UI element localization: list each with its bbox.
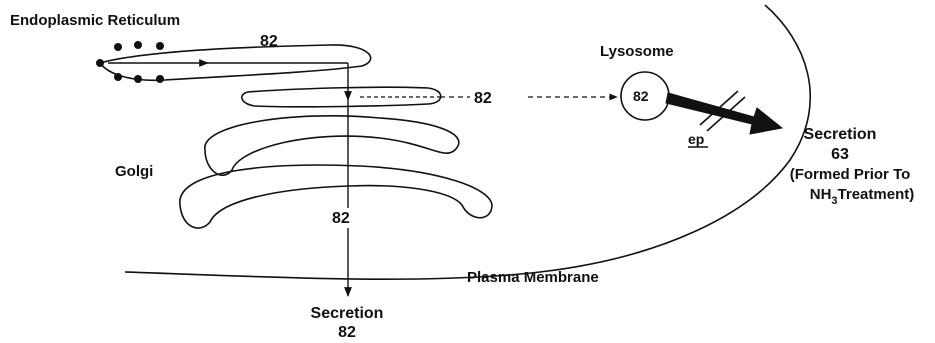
nh-text: NH: [810, 186, 832, 203]
golgi-value: 82: [474, 90, 492, 107]
golgi-cisterna-2: [205, 116, 459, 175]
bottom-secretion-title: Secretion: [311, 305, 384, 322]
thick-secretion-arrow: [666, 93, 782, 134]
er-value: 82: [260, 33, 278, 50]
bottom-secretion-value: 82: [338, 324, 356, 341]
right-secretion-title: Secretion: [804, 126, 877, 143]
right-secretion-note-line2: NH3Treatment): [810, 186, 914, 207]
treatment-text: Treatment): [838, 186, 915, 203]
lysosome-value: 82: [633, 88, 649, 104]
right-secretion-value: 63: [831, 146, 849, 163]
er-label: Endoplasmic Reticulum: [10, 12, 180, 29]
ep-label: ep: [688, 131, 704, 147]
plasma-membrane-label: Plasma Membrane: [467, 269, 599, 286]
lysosome-label: Lysosome: [600, 43, 674, 60]
right-secretion-note-line1: (Formed Prior To: [790, 166, 911, 183]
vertical-value: 82: [332, 210, 350, 227]
plasma-membrane-line: [125, 5, 810, 279]
golgi-label: Golgi: [115, 163, 153, 180]
